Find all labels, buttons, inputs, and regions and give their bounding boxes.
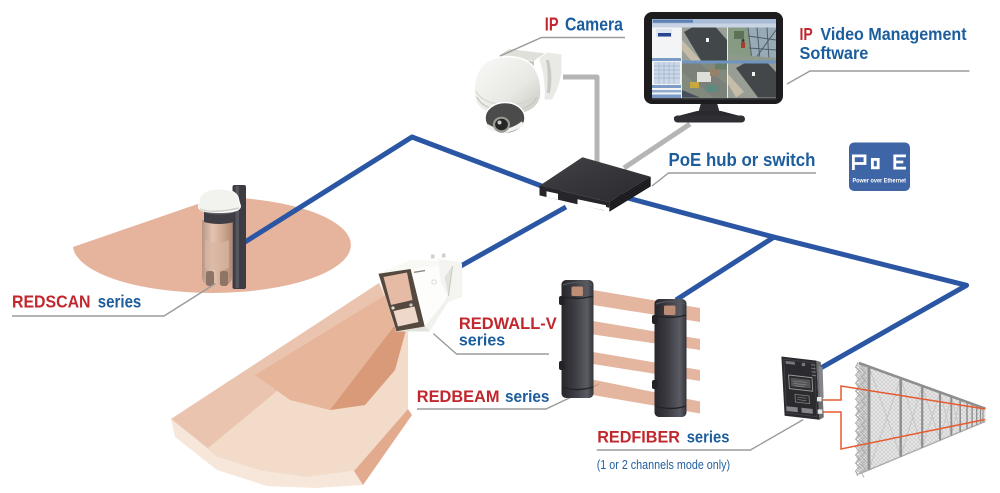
svg-text:PoE hub or switch: PoE hub or switch [669, 149, 816, 170]
svg-text:IP: IP [800, 26, 814, 45]
svg-text:REDFIBER: REDFIBER [597, 427, 680, 446]
svg-text:REDWALL-V: REDWALL-V [459, 314, 558, 333]
svg-text:Software: Software [800, 43, 869, 63]
svg-text:(1 or 2 channels mode only): (1 or 2 channels mode only) [597, 457, 730, 472]
svg-text:series: series [505, 387, 549, 406]
svg-text:series: series [687, 429, 730, 447]
svg-text:series: series [98, 293, 141, 312]
svg-text:series: series [459, 331, 505, 350]
svg-text:REDSCAN: REDSCAN [12, 292, 91, 312]
svg-text:Video Management: Video Management [820, 24, 967, 44]
svg-text:REDBEAM: REDBEAM [417, 387, 500, 406]
svg-text:Power over Ethernet: Power over Ethernet [853, 178, 907, 184]
svg-text:Camera: Camera [565, 13, 623, 35]
svg-text:IP: IP [545, 14, 559, 35]
